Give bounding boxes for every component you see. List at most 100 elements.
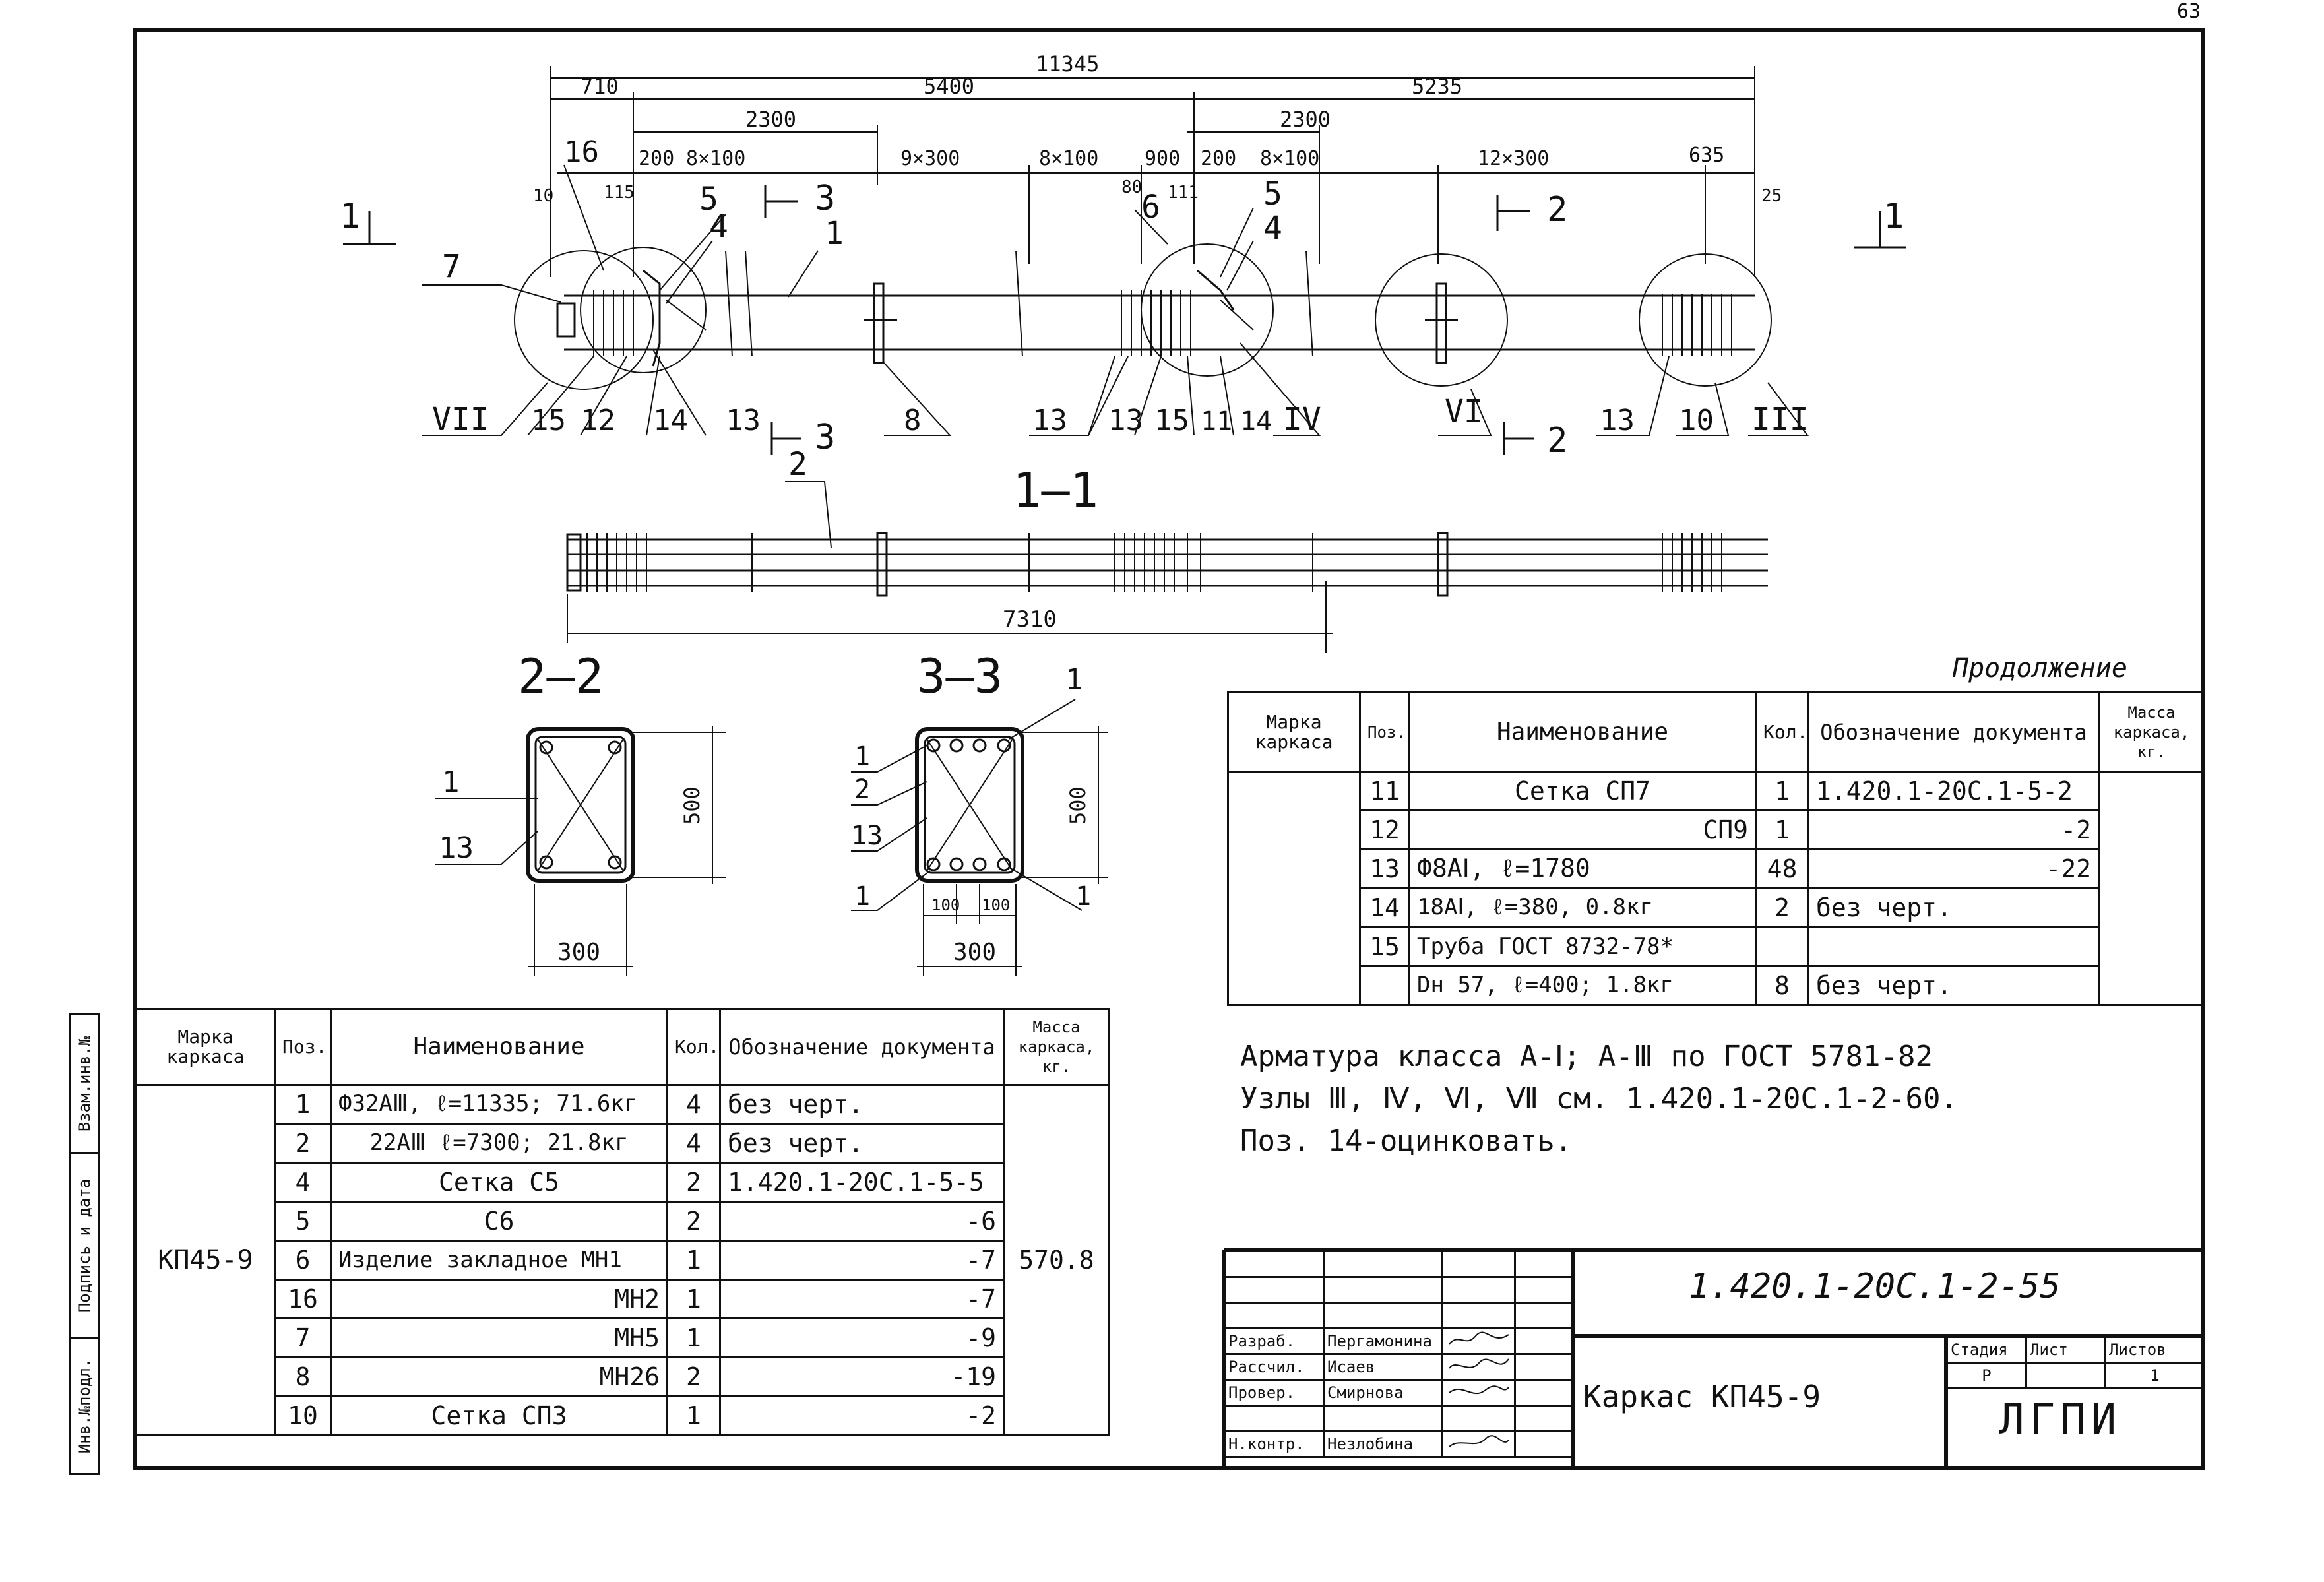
pos-11: 11 bbox=[1201, 406, 1232, 437]
pos-2: 2 bbox=[788, 446, 807, 483]
row-name: Ф8АⅠ, ℓ=1780 bbox=[1408, 848, 1757, 889]
signature-area bbox=[1441, 1430, 1516, 1458]
role: Разраб. bbox=[1224, 1327, 1325, 1355]
dim-9x300: 9×300 bbox=[900, 147, 960, 170]
spec-main-header: Марка каркаса Поз. Наименование Кол. Обо… bbox=[135, 1008, 1110, 1086]
note-line: Поз. 14-оцинковать. bbox=[1240, 1124, 1573, 1158]
row-doc: -22 bbox=[1807, 848, 2100, 889]
pos-5-a: 5 bbox=[699, 181, 718, 218]
row-name: МН2 bbox=[330, 1279, 668, 1319]
pos-13-d: 13 bbox=[1600, 404, 1635, 437]
row-pos bbox=[1359, 965, 1410, 1006]
cut-1-right: 1 bbox=[1883, 197, 1904, 236]
dim-111: 111 bbox=[1168, 183, 1199, 203]
row-name: Труба ГОСТ 8732-78* bbox=[1408, 926, 1757, 967]
section-1-1-title: 1—1 bbox=[1013, 462, 1098, 518]
signature-area bbox=[1441, 1379, 1516, 1407]
row-qty: 1 bbox=[666, 1240, 721, 1281]
dimension-chains bbox=[550, 66, 1755, 277]
col-name-header: Наименование bbox=[330, 1008, 668, 1086]
row-doc: без черт. bbox=[1807, 887, 2100, 928]
row-name: Сетка С5 bbox=[330, 1162, 668, 1203]
s22-dim-500: 500 bbox=[679, 786, 705, 825]
cut-markers bbox=[343, 185, 1906, 455]
sidebar-cell-inv: Инв.№подл. bbox=[69, 1337, 100, 1475]
row-qty: 2 bbox=[666, 1162, 721, 1203]
col-mass-header: Масса каркаса, кг. bbox=[2098, 691, 2205, 773]
tb-row: Стадия Лист Листов bbox=[1946, 1336, 2205, 1364]
row-doc: -7 bbox=[719, 1279, 1005, 1319]
main-elevation bbox=[514, 243, 1772, 390]
s33-dim-100-b: 100 bbox=[982, 896, 1010, 914]
row-pos: 5 bbox=[274, 1201, 332, 1242]
note-line: Узлы Ⅲ, Ⅳ, Ⅵ, Ⅶ см. 1.420.1-20С.1-2-60. bbox=[1240, 1082, 1958, 1116]
row-doc: 1.420.1-20С.1-5-5 bbox=[719, 1162, 1005, 1203]
tb-row bbox=[1224, 1250, 1575, 1278]
row-doc: -2 bbox=[1807, 809, 2100, 850]
general-notes: Арматура класса А-Ⅰ; А-Ⅲ по ГОСТ 5781-82… bbox=[1240, 1036, 1958, 1162]
row-qty: 1 bbox=[1755, 771, 1809, 811]
tb-row: Н.контр. Незлобина bbox=[1224, 1430, 1575, 1458]
row-pos: 13 bbox=[1359, 848, 1410, 889]
pos-12: 12 bbox=[581, 404, 615, 437]
row-qty: 4 bbox=[666, 1123, 721, 1164]
col-doc-header: Обозначение документа bbox=[1807, 691, 2100, 773]
col-name-header: Наименование bbox=[1408, 691, 1757, 773]
table-row: 11 Сетка СП7 1 1.420.1-20С.1-5-2 bbox=[1227, 771, 2205, 1006]
row-pos: 11 bbox=[1359, 771, 1410, 811]
row-name: МН5 bbox=[330, 1317, 668, 1358]
table-row: 10 Сетка СП3 1 -2 bbox=[137, 1395, 1110, 1436]
node-III: III bbox=[1751, 401, 1809, 438]
row-pos: 10 bbox=[274, 1395, 332, 1436]
pos-8: 8 bbox=[904, 404, 922, 437]
s33-pos-1-left: 1 bbox=[854, 742, 870, 772]
dim-2300-b: 2300 bbox=[1280, 107, 1331, 132]
frame-mark: КП45-9 bbox=[135, 1084, 276, 1436]
role: Н.контр. bbox=[1224, 1430, 1325, 1458]
row-name: Dн 57, ℓ=400; 1.8кг bbox=[1408, 965, 1757, 1006]
col-mass-header: Масса каркаса, кг. bbox=[1003, 1008, 1110, 1086]
row-doc bbox=[1807, 926, 2100, 967]
col-pos-header: Поз. bbox=[1359, 691, 1410, 773]
row-pos: 7 bbox=[274, 1317, 332, 1358]
s33-pos-13: 13 bbox=[851, 821, 883, 851]
row-doc: 1.420.1-20С.1-5-2 bbox=[1807, 771, 2100, 811]
tb-row bbox=[1224, 1405, 1575, 1432]
table-row: 13 Ф8АⅠ, ℓ=1780 48 -22 bbox=[1228, 848, 2205, 889]
role: Провер. bbox=[1224, 1379, 1325, 1407]
table-row: Dн 57, ℓ=400; 1.8кг 8 без черт. bbox=[1228, 965, 2205, 1006]
pos-13-a: 13 bbox=[726, 404, 761, 437]
title-block-signatures: Разраб. Пергамонина Рассчил. Исаев Прове… bbox=[1224, 1250, 1575, 1458]
frame-mass-empty bbox=[2098, 771, 2205, 1006]
drawing-title: Каркас КП45-9 bbox=[1583, 1379, 1821, 1414]
pos-4-b: 4 bbox=[1263, 210, 1282, 247]
sidebar-cell-sign: Подпись и дата bbox=[69, 1152, 100, 1339]
sheet-value bbox=[2025, 1362, 2106, 1389]
dim-8x100-a: 8×100 bbox=[686, 147, 745, 170]
dim-total: 11345 bbox=[1036, 51, 1099, 77]
dim-900: 900 bbox=[1145, 147, 1180, 170]
section-3-3 bbox=[851, 699, 1108, 976]
row-qty: 1 bbox=[1755, 809, 1809, 850]
table-row: КП45-9 1 Ф32АⅢ, ℓ=11335; 71.6кг 4 без че… bbox=[135, 1084, 1110, 1436]
pos-1-a: 1 bbox=[825, 215, 844, 252]
col-mark-header: Марка каркаса bbox=[1227, 691, 1361, 773]
document-number: 1.420.1-20С.1-2-55 bbox=[1689, 1267, 2061, 1306]
section-2-2 bbox=[435, 726, 726, 976]
col-mark-header: Марка каркаса bbox=[135, 1008, 276, 1086]
row-pos: 1 bbox=[274, 1084, 332, 1125]
row-name: СП9 bbox=[1408, 809, 1757, 850]
pos-6: 6 bbox=[1141, 189, 1160, 226]
pos-14-a: 14 bbox=[653, 404, 688, 437]
table-row: 15 Труба ГОСТ 8732-78* bbox=[1228, 926, 2205, 967]
frame-mass: 570.8 bbox=[1003, 1084, 1110, 1436]
s33-pos-1-top: 1 bbox=[1065, 663, 1083, 697]
row-qty: 1 bbox=[666, 1279, 721, 1319]
row-qty bbox=[1755, 926, 1809, 967]
row-name: Сетка СП7 bbox=[1408, 771, 1757, 811]
section-3-3-title: 3—3 bbox=[917, 649, 1003, 704]
cut-1-left: 1 bbox=[340, 197, 360, 236]
sheets-value: 1 bbox=[2104, 1362, 2205, 1389]
row-qty: 1 bbox=[666, 1395, 721, 1436]
